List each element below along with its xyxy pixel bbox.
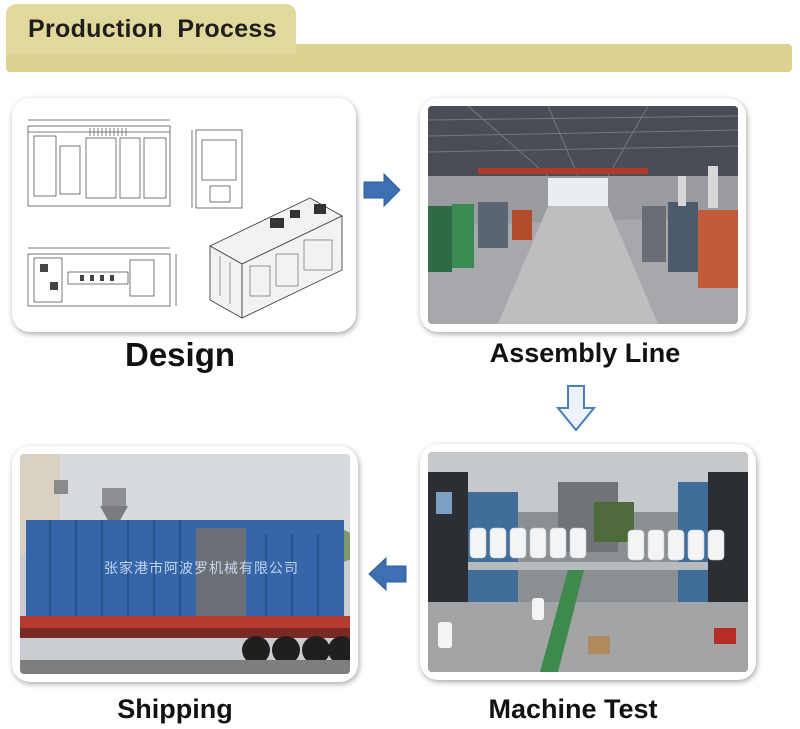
arrow-down-icon — [555, 384, 597, 432]
arrow-right-icon — [362, 172, 402, 208]
assembly-line-image — [420, 98, 746, 332]
machine-test-caption: Machine Test — [488, 694, 658, 724]
shipping-watermark: 张家港市阿波罗机械有限公司 — [104, 561, 299, 577]
shipping-caption: Shipping — [117, 694, 233, 724]
design-drawing — [20, 106, 348, 324]
assembly-line-caption: Assembly Line — [489, 338, 681, 368]
design-image — [12, 98, 356, 332]
machine-test-image — [420, 444, 756, 680]
shipping-photo — [20, 454, 350, 674]
header-tab: Production Process — [6, 4, 296, 54]
shipping-image: 张家港市阿波罗机械有限公司 — [12, 446, 358, 682]
design-caption: Design — [124, 336, 236, 373]
arrow-left-icon — [366, 556, 408, 592]
assembly-photo — [428, 106, 738, 324]
machine-test-photo — [428, 452, 748, 672]
page-title: Production Process — [28, 14, 277, 43]
